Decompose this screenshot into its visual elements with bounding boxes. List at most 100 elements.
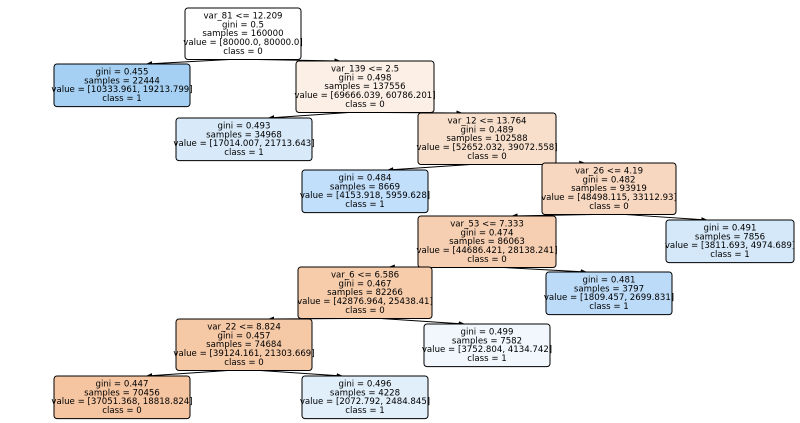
edge-n12-n14 [260,370,343,379]
node-line: value = [2072.792, 2484.845] [300,397,430,407]
node-line: value = [42876.964, 25438.41] [297,297,433,307]
node-box [53,375,191,420]
node-line: class = 0 [223,47,262,57]
node-box [175,318,313,371]
node-line: class = 0 [589,202,628,212]
node-line: gini = 0.457 [218,331,271,341]
node-box [423,323,551,368]
node-line: class = 0 [345,306,384,316]
node-line: class = 0 [224,358,263,368]
node-line: samples = 70456 [84,388,160,398]
node-box [301,375,429,420]
node-line: var_12 <= 13.764 [447,116,526,126]
node-line: value = [39124.161, 21303.669] [173,349,314,359]
node-line: gini = 0.484 [339,173,392,183]
node-box [301,169,429,214]
node-line: value = [3752.804, 4134.742] [422,345,552,355]
node-line: class = 0 [102,406,141,416]
node-line: value = [1809.457, 2699.831] [544,293,674,303]
node-line: var_6 <= 6.586 [331,270,399,280]
edge-n2-n3 [267,112,349,121]
edge-n6-n7 [625,214,708,223]
node-line: samples = 93919 [571,184,647,194]
edge-n0-n1 [145,59,230,67]
node-line: class = 1 [345,406,384,416]
node-line: value = [80000.0, 80000.0] [183,38,302,48]
node-line: class = 1 [467,354,506,364]
node-box [295,60,435,113]
node-line: gini = 0.447 [96,379,149,389]
node-line: var_53 <= 7.333 [450,219,524,229]
node-line: gini = 0.498 [339,73,392,83]
node-line: class = 1 [589,302,628,312]
edge-n12-n13 [145,370,228,379]
node-line: value = [17014.007, 21713.643] [173,139,314,149]
node-line: gini = 0.474 [461,228,514,238]
node-box [545,271,673,316]
node-line: gini = 0.489 [461,125,514,135]
node-line: value = [4153.918, 5959.628] [300,191,430,201]
node-line: value = [10333.961, 19213.799] [51,85,192,95]
node-line: var_81 <= 12.209 [203,11,282,21]
node-line: samples = 74684 [206,340,282,350]
node-box [665,219,795,264]
node-line: gini = 0.467 [339,279,392,289]
edge-n4-n5 [387,164,471,173]
node-box [175,117,313,162]
node-box [417,112,557,165]
node-line: class = 0 [467,152,506,162]
node-line: value = [44686.421, 28138.241] [416,246,557,256]
node-line: value = [52652.032, 39072.558] [416,143,557,153]
node-line: samples = 82266 [327,288,403,298]
node-line: var_22 <= 8.824 [207,322,281,332]
node-line: samples = 160000 [202,29,283,39]
node-line: class = 1 [345,200,384,210]
node-line: gini = 0.455 [96,67,149,77]
node-line: gini = 0.5 [222,20,264,30]
edge-n8-n9 [503,267,587,275]
node-line: samples = 7856 [695,232,765,242]
node-box [53,63,191,108]
node-line: gini = 0.493 [218,121,271,131]
node-line: class = 0 [345,100,384,110]
node-line: value = [69666.039, 60786.201] [294,91,435,101]
node-line: var_139 <= 2.5 [331,64,399,74]
node-line: samples = 22444 [84,76,160,86]
node-box [297,266,433,319]
node-line: samples = 3797 [574,284,644,294]
node-line: value = [37051.368, 18818.824] [51,397,192,407]
node-box [417,215,557,268]
node-line: samples = 86063 [449,237,525,247]
node-line: gini = 0.482 [583,175,636,185]
node-line: samples = 137556 [324,82,405,92]
node-line: class = 0 [467,255,506,265]
node-line: gini = 0.481 [583,275,636,285]
node-line: class = 1 [102,94,141,104]
node-line: var_26 <= 4.19 [575,166,643,176]
node-line: samples = 4228 [330,388,400,398]
node-line: gini = 0.496 [339,379,392,389]
node-box [184,7,302,60]
node-line: gini = 0.499 [461,327,514,337]
node-line: value = [3811.693, 4974.689] [665,241,795,251]
node-line: samples = 102588 [446,134,527,144]
node-line: class = 1 [710,250,749,260]
edge-n10-n11 [381,318,465,327]
